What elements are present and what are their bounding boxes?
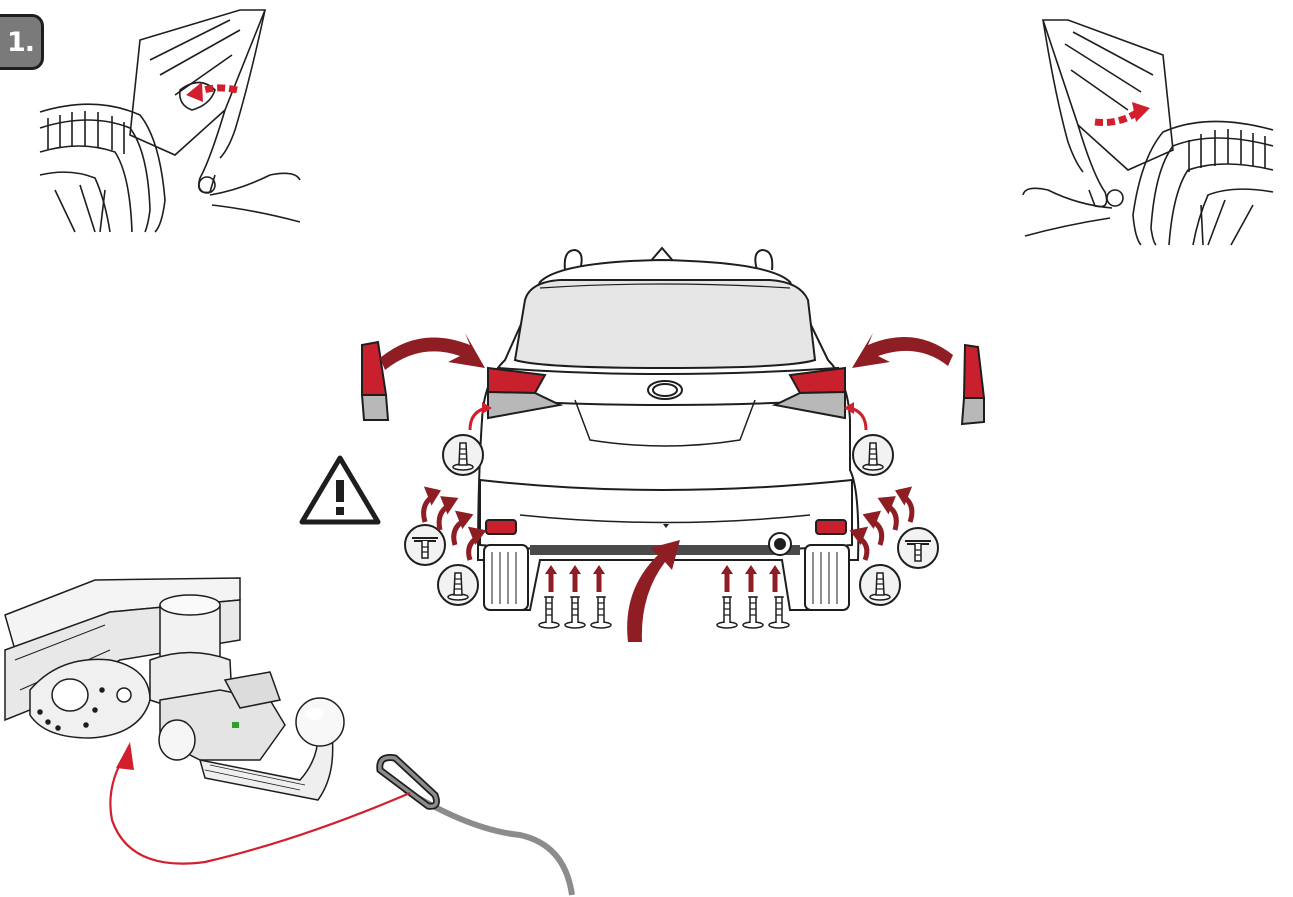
- detail-left-wheel-arch: [40, 10, 300, 232]
- tail-light-left-removed: [362, 342, 388, 420]
- warning-triangle-icon: [302, 458, 378, 522]
- push-clip-icon: [443, 435, 483, 475]
- expanding-rivet-icon: [405, 525, 445, 565]
- underbody-fasteners-right: [717, 565, 789, 628]
- tail-light-right-removed: [962, 345, 984, 424]
- tow-bar-assembly: [5, 578, 344, 800]
- push-clip-icon: [853, 435, 893, 475]
- carabiner-cable-icon: [380, 758, 572, 896]
- detail-right-wheel-arch: [1023, 20, 1273, 245]
- expanding-rivet-icon: [898, 528, 938, 568]
- removal-arrow-icon-right: [1095, 102, 1150, 123]
- removal-arrow-icon-tail-left: [380, 333, 485, 370]
- underbody-fasteners-left: [539, 565, 611, 628]
- removal-arrow-icon-tail-right: [852, 333, 953, 368]
- push-clip-icon: [860, 565, 900, 605]
- push-clip-icon: [438, 565, 478, 605]
